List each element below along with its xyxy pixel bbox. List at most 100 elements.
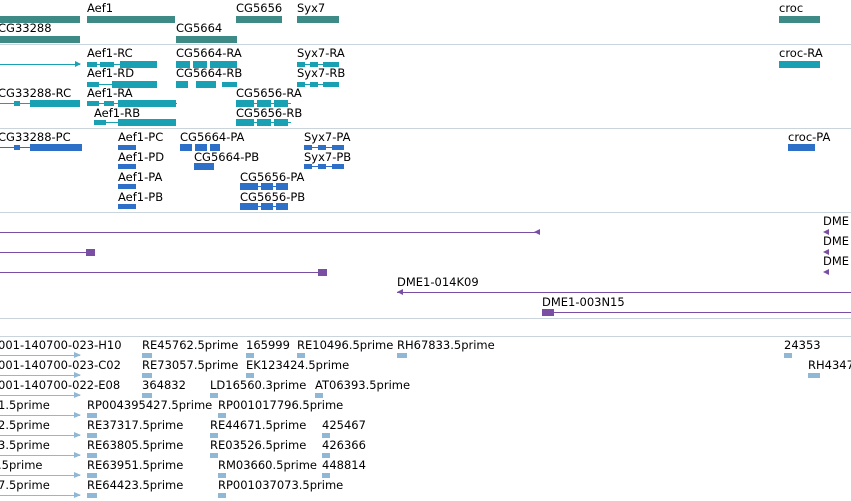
- est-label[interactable]: 3.5prime: [0, 438, 50, 452]
- mrna-exon[interactable]: [87, 62, 97, 67]
- mrna-label[interactable]: croc-RA: [779, 46, 823, 60]
- cds-exon[interactable]: [118, 145, 136, 150]
- cds-label[interactable]: CG5664-PA: [180, 130, 245, 144]
- mrna-exon[interactable]: [118, 100, 176, 107]
- gene-glyph[interactable]: [176, 36, 237, 43]
- gene-glyph[interactable]: [779, 16, 820, 23]
- mrna-exon[interactable]: [297, 82, 305, 87]
- cds-exon[interactable]: [332, 145, 344, 150]
- est-glyph[interactable]: [246, 373, 254, 378]
- est-glyph[interactable]: [397, 353, 407, 358]
- est-label[interactable]: RP004395427.5prime: [87, 398, 213, 412]
- bac-clone-line[interactable]: [0, 272, 327, 273]
- est-label[interactable]: RE63805.5prime: [87, 438, 184, 452]
- est-glyph[interactable]: [210, 453, 218, 458]
- cds-label[interactable]: CG5664-PB: [194, 150, 260, 164]
- est-label[interactable]: 426366: [322, 438, 366, 452]
- est-line[interactable]: [0, 355, 80, 356]
- mrna-label[interactable]: CG33288-RC: [0, 86, 72, 100]
- est-glyph[interactable]: [218, 413, 226, 418]
- est-glyph[interactable]: [142, 373, 152, 378]
- est-glyph[interactable]: [210, 393, 218, 398]
- est-glyph[interactable]: [87, 433, 97, 438]
- bac-label[interactable]: DME: [823, 234, 850, 248]
- bac-clone-line[interactable]: [542, 312, 851, 313]
- cds-exon[interactable]: [261, 183, 273, 190]
- est-line[interactable]: [0, 455, 80, 456]
- gene-glyph[interactable]: [87, 16, 175, 23]
- est-label[interactable]: RE10496.5prime: [297, 338, 394, 352]
- est-label[interactable]: .5prime: [0, 458, 43, 472]
- est-label[interactable]: RP001017796.5prime: [218, 398, 344, 412]
- mrna-exon[interactable]: [104, 101, 114, 106]
- mrna-exon[interactable]: [274, 119, 288, 126]
- est-label[interactable]: RE73057.5prime: [142, 358, 239, 372]
- est-label[interactable]: 425467: [322, 418, 366, 432]
- mrna-exon[interactable]: [274, 100, 288, 107]
- gene-label[interactable]: Aef1: [87, 1, 114, 15]
- mrna-exon[interactable]: [196, 81, 216, 88]
- est-label[interactable]: EK123424.5prime: [246, 358, 350, 372]
- cds-exon[interactable]: [118, 184, 136, 189]
- cds-exon[interactable]: [194, 163, 214, 170]
- mrna-exon[interactable]: [193, 61, 207, 68]
- mrna-label[interactable]: CG5656-RB: [236, 106, 303, 120]
- est-glyph[interactable]: [246, 353, 254, 358]
- mrna-exon[interactable]: [118, 119, 176, 126]
- cds-exon[interactable]: [30, 144, 82, 151]
- gene-label[interactable]: croc: [779, 1, 804, 15]
- est-label[interactable]: 001-140700-022-E08: [0, 378, 121, 392]
- est-label[interactable]: 24353: [784, 338, 821, 352]
- mrna-exon[interactable]: [30, 100, 80, 107]
- mrna-exon[interactable]: [210, 61, 237, 68]
- cds-exon[interactable]: [118, 204, 136, 209]
- est-glyph[interactable]: [218, 473, 226, 478]
- est-glyph[interactable]: [87, 493, 97, 498]
- mrna-exon[interactable]: [236, 100, 254, 107]
- cds-label[interactable]: Aef1-PA: [118, 170, 163, 184]
- est-label[interactable]: LD16560.3prime: [210, 378, 307, 392]
- mrna-exon[interactable]: [87, 82, 99, 87]
- mrna-label[interactable]: CG5664-RA: [176, 46, 242, 60]
- cds-label[interactable]: Aef1-PB: [118, 190, 164, 204]
- mrna-exon[interactable]: [236, 119, 254, 126]
- est-glyph[interactable]: [322, 433, 330, 438]
- est-label[interactable]: 1.5prime: [0, 398, 50, 412]
- gene-label[interactable]: Syx7: [297, 1, 326, 15]
- est-label[interactable]: 448814: [322, 458, 366, 472]
- cds-exon[interactable]: [14, 145, 20, 150]
- est-label[interactable]: RE45762.5prime: [142, 338, 239, 352]
- est-label[interactable]: 001-140700-023-C02: [0, 358, 121, 372]
- est-label[interactable]: RE03526.5prime: [210, 438, 307, 452]
- est-label[interactable]: RH67833.5prime: [397, 338, 495, 352]
- cds-exon[interactable]: [304, 145, 312, 150]
- gene-glyph[interactable]: [0, 16, 80, 23]
- cds-label[interactable]: croc-PA: [788, 130, 831, 144]
- mrna-label[interactable]: Aef1-RA: [87, 86, 133, 100]
- mrna-exon[interactable]: [323, 82, 339, 87]
- est-glyph[interactable]: [808, 373, 820, 378]
- cds-exon[interactable]: [195, 144, 207, 151]
- est-glyph[interactable]: [322, 453, 330, 458]
- bac-clone-end[interactable]: [542, 309, 554, 316]
- est-label[interactable]: RH4347: [808, 358, 851, 372]
- cds-exon[interactable]: [210, 144, 220, 151]
- cds-label[interactable]: CG5656-PA: [240, 170, 305, 184]
- est-label[interactable]: RE63951.5prime: [87, 458, 184, 472]
- cds-label[interactable]: CG33288-PC: [0, 130, 71, 144]
- gene-label[interactable]: CG33288: [0, 21, 52, 35]
- mrna-label[interactable]: Syx7-RA: [297, 46, 345, 60]
- mrna-exon[interactable]: [120, 61, 157, 68]
- mrna-exon[interactable]: [323, 62, 339, 67]
- cds-exon[interactable]: [240, 183, 258, 190]
- bac-clone-end[interactable]: [86, 249, 95, 256]
- est-glyph[interactable]: [322, 473, 330, 478]
- est-glyph[interactable]: [87, 413, 97, 418]
- gene-label[interactable]: CG5656: [236, 1, 283, 15]
- est-line[interactable]: [0, 495, 80, 496]
- cds-exon[interactable]: [332, 164, 344, 169]
- est-glyph[interactable]: [87, 453, 97, 458]
- bac-clone-line[interactable]: [0, 232, 540, 233]
- est-label[interactable]: RE37317.5prime: [87, 418, 184, 432]
- bac-label[interactable]: DME: [823, 214, 850, 228]
